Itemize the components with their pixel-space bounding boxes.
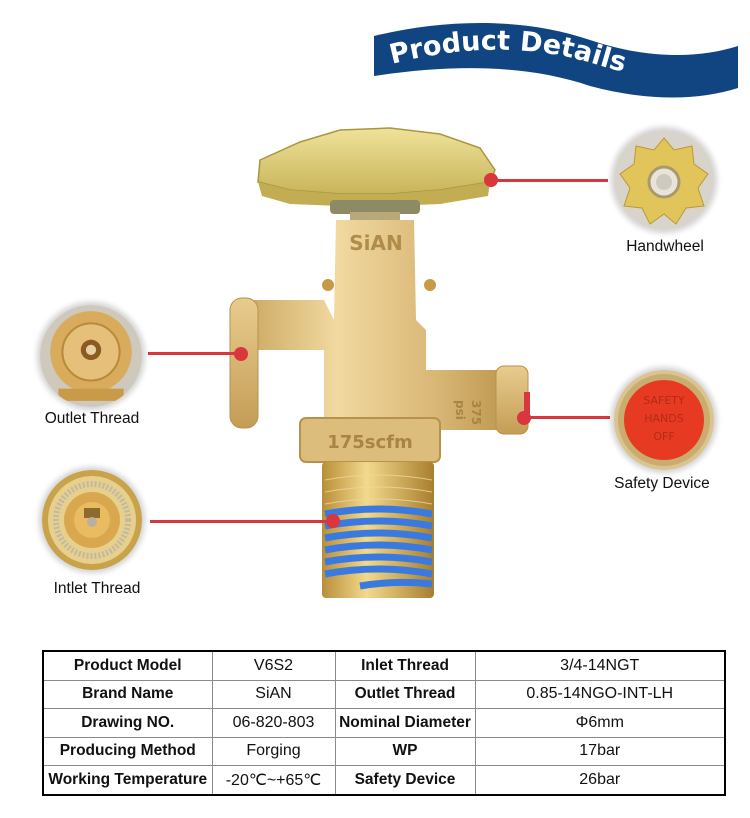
- spec-value: 17bar: [474, 736, 726, 766]
- spec-label: Drawing NO.: [42, 708, 213, 738]
- spec-value: 3/4-14NGT: [474, 650, 726, 681]
- outlet-thread-thumbnail: [40, 305, 142, 407]
- spec-value: 0.85-14NGO-INT-LH: [474, 679, 726, 709]
- safety-cap-text-line3: OFF: [653, 430, 674, 443]
- safety-device-icon: SAFETY HANDS OFF: [614, 370, 714, 470]
- pressure-unit-emboss: psi: [453, 400, 467, 420]
- gas-valve-product-image: SiAN 175scfm 375 psi: [229, 127, 530, 598]
- spec-label: Nominal Diameter: [334, 708, 476, 738]
- spec-label: Inlet Thread: [334, 650, 476, 681]
- inlet-thread-callout-line: [150, 520, 332, 523]
- inlet-thread-label: Intlet Thread: [53, 580, 141, 597]
- outlet-thread-icon: [40, 305, 142, 407]
- outlet-thread-label: Outlet Thread: [44, 410, 140, 427]
- outlet-thread-callout-dot: [234, 347, 248, 361]
- spec-value: Forging: [211, 736, 336, 766]
- spec-label: Brand Name: [42, 679, 213, 709]
- handwheel-icon: [614, 130, 714, 230]
- handwheel-callout-dot: [484, 173, 498, 187]
- handwheel-label: Handwheel: [626, 238, 704, 255]
- safety-device-thumbnail: SAFETY HANDS OFF: [614, 370, 714, 470]
- handwheel-callout-line: [492, 179, 608, 182]
- outlet-thread-callout-line: [148, 352, 242, 355]
- safety-device-label: Safety Device: [614, 475, 710, 492]
- spec-value: SiAN: [211, 679, 336, 709]
- product-details-banner: Product Details: [374, 23, 738, 98]
- safety-device-callout-line: [526, 416, 610, 419]
- spec-label: WP: [334, 736, 476, 766]
- flow-emboss: 175scfm: [327, 432, 413, 453]
- inlet-thread-icon: [42, 470, 142, 570]
- safety-device-callout-dot: [517, 411, 531, 425]
- safety-cap-text-line2: HANDS: [644, 412, 683, 425]
- handwheel: [257, 127, 496, 224]
- spec-label: Outlet Thread: [334, 679, 476, 709]
- handwheel-thumbnail: [614, 130, 714, 230]
- spec-label: Producing Method: [42, 736, 213, 766]
- spec-value: -20℃~+65℃: [211, 765, 336, 795]
- spec-label: Safety Device: [334, 765, 476, 795]
- spec-label: Product Model: [42, 650, 213, 681]
- inlet-thread: [322, 462, 434, 598]
- inlet-thread-callout-dot: [326, 514, 340, 528]
- inlet-thread-thumbnail: [42, 470, 142, 570]
- spec-label: Working Temperature: [42, 765, 213, 795]
- spec-value: Φ6mm: [474, 708, 726, 738]
- spec-value: V6S2: [211, 650, 336, 681]
- spec-value: 06-820-803: [211, 708, 336, 738]
- brand-emboss: SiAN: [349, 231, 402, 255]
- banner-ribbon: [374, 23, 738, 98]
- pressure-emboss: 375: [469, 400, 483, 425]
- safety-cap-text-line1: SAFETY: [643, 394, 685, 407]
- spec-value: 26bar: [474, 765, 726, 795]
